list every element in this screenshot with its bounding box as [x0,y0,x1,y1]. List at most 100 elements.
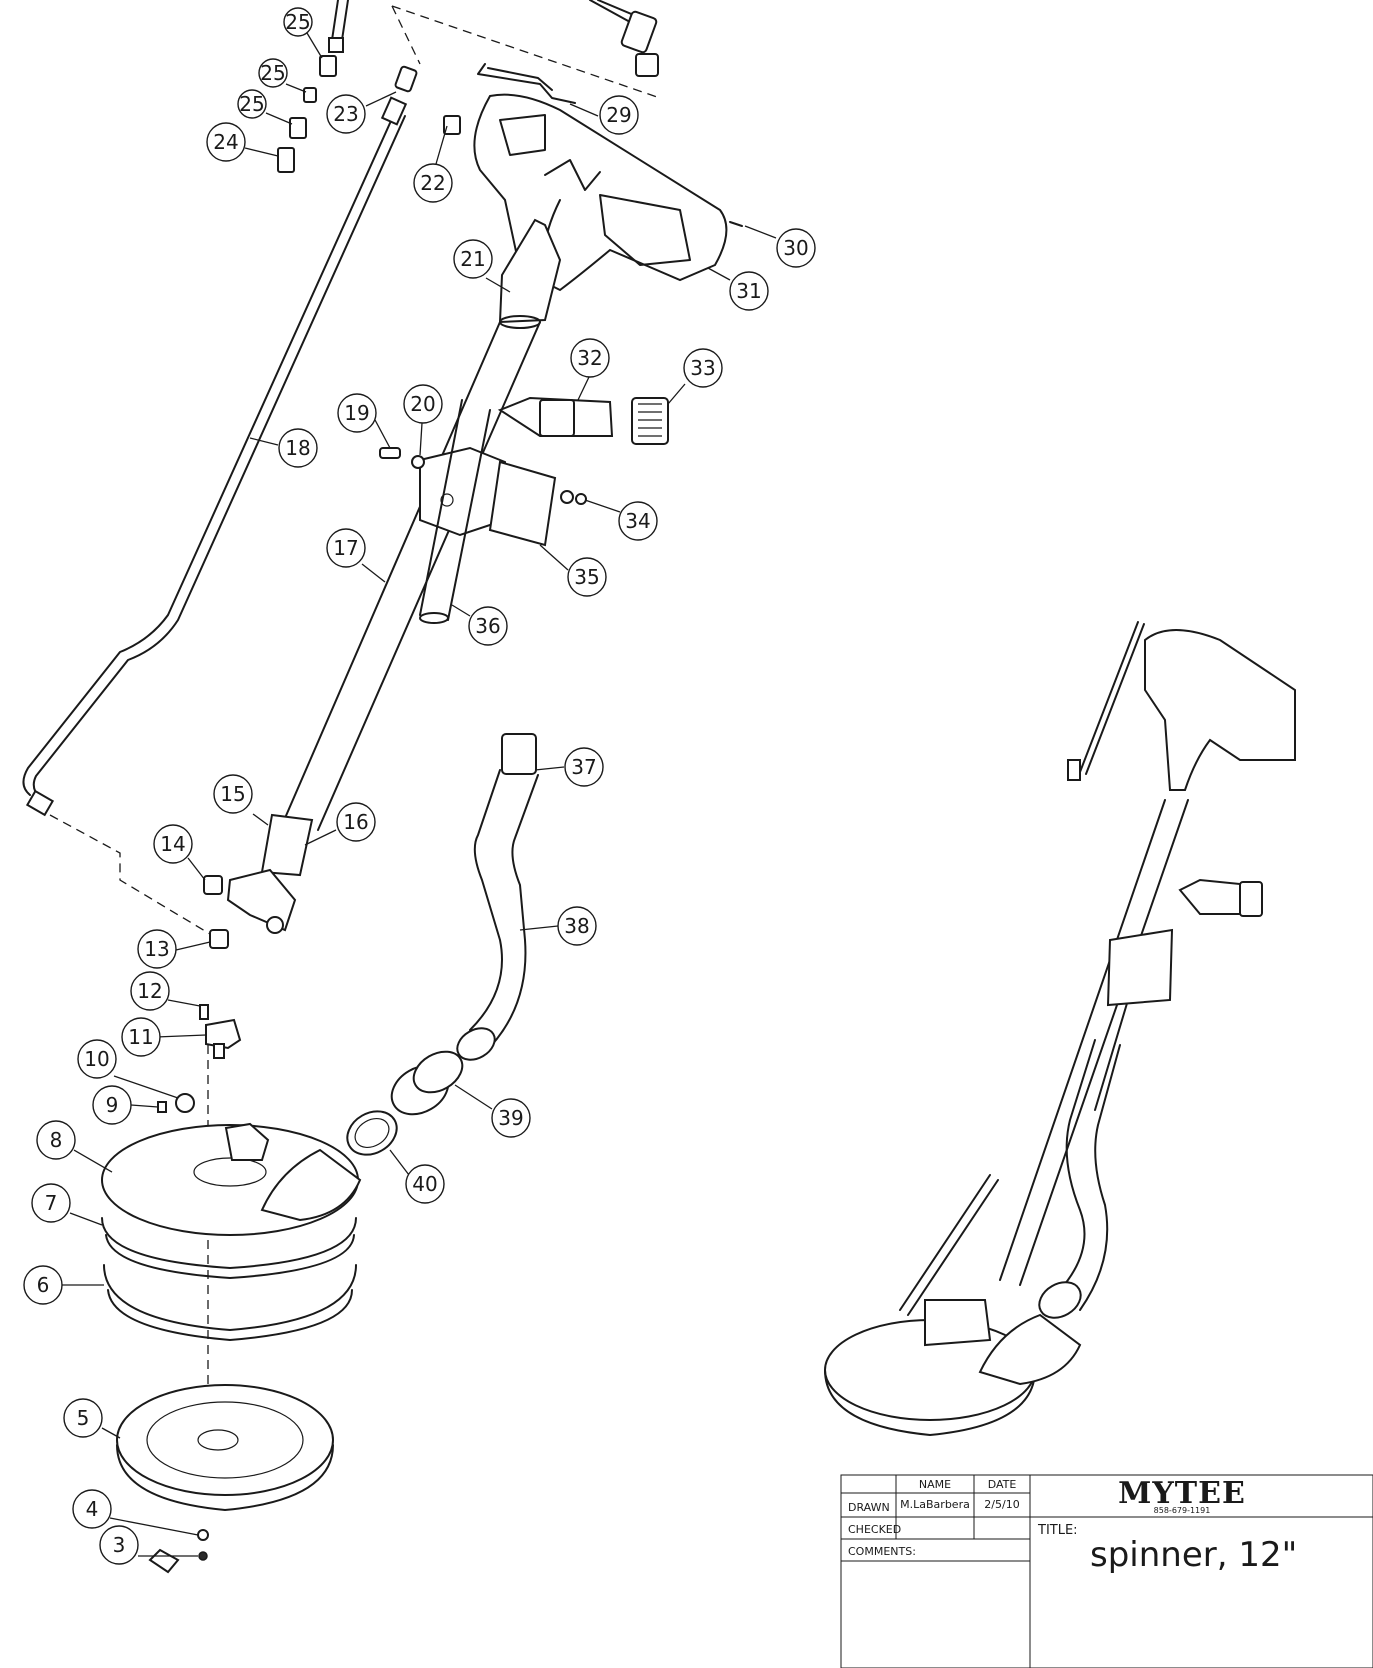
balloon-25-c: 25 [237,89,267,119]
coupling-39 [390,1050,464,1116]
balloon-18: 18 [278,428,318,468]
svg-text:17: 17 [333,536,358,560]
svg-text:14: 14 [160,832,185,856]
svg-text:37: 37 [571,755,596,779]
drawing-title: spinner, 12" [1090,1535,1297,1575]
balloon-24: 24 [206,122,246,162]
balloon-16: 16 [336,802,376,842]
svg-text:25: 25 [239,92,264,116]
balloon-35: 35 [567,557,607,597]
svg-text:22: 22 [420,171,445,195]
balloon-14: 14 [153,824,193,864]
drawn-name: M.LaBarbera [900,1498,970,1511]
svg-text:29: 29 [606,103,631,127]
svg-text:10: 10 [84,1047,109,1071]
svg-text:3: 3 [113,1533,126,1557]
balloon-21: 21 [453,239,493,279]
row-checked-label: CHECKED [848,1523,901,1536]
svg-text:11: 11 [128,1025,153,1049]
svg-text:39: 39 [498,1106,523,1130]
balloon-8: 8 [36,1120,76,1160]
svg-text:40: 40 [412,1172,437,1196]
balloon-36: 36 [468,606,508,646]
svg-text:23: 23 [333,102,358,126]
balloon-40: 40 [405,1164,445,1204]
balloon-13: 13 [137,929,177,969]
brand-phone: 858-679-1191 [1154,1506,1211,1515]
svg-text:18: 18 [285,436,310,460]
balloon-19: 19 [337,393,377,433]
assembly-dashed-lines [49,5,661,1400]
spinner-ring-6 [103,1264,357,1341]
elbow-32 [497,396,614,437]
svg-text:20: 20 [410,392,435,416]
main-shaft-17 [281,218,562,831]
balloon-12: 12 [130,971,170,1011]
balloon-39: 39 [491,1098,531,1138]
svg-text:25: 25 [285,10,310,34]
title-block: NAME DATE DRAWN CHECKED COMMENTS: M.LaBa… [840,1474,1373,1668]
small-parts-3-4 [148,1529,209,1574]
balloon-10: 10 [77,1039,117,1079]
spinner-base-5 [116,1384,334,1511]
balloon-5: 5 [63,1398,103,1438]
balloons: 3 4 5 6 7 8 9 10 11 12 13 14 15 16 17 18… [23,7,816,1565]
svg-text:9: 9 [106,1093,119,1117]
balloon-25-b: 25 [258,58,288,88]
spinner-cover-8 [101,1122,362,1236]
cap-33 [631,397,669,445]
spinner-ring-7 [101,1217,357,1279]
fittings-23-25 [277,55,418,173]
svg-text:12: 12 [137,979,162,1003]
svg-text:19: 19 [344,401,369,425]
balloon-11: 11 [121,1017,161,1057]
balloon-38: 38 [557,906,597,946]
balloon-9: 9 [92,1085,132,1125]
balloon-32: 32 [570,338,610,378]
title-label: TITLE: [1037,1523,1078,1538]
col-name-header: NAME [919,1478,951,1491]
vacuum-tube-36 [419,399,491,624]
lower-bracket-15-16 [203,813,314,949]
clamp-35 [419,446,557,547]
svg-text:4: 4 [86,1497,99,1521]
svg-text:15: 15 [220,782,245,806]
svg-text:5: 5 [77,1406,90,1430]
svg-text:25: 25 [260,61,285,85]
balloon-30: 30 [776,228,816,268]
row-drawn-label: DRAWN [848,1501,890,1514]
svg-text:33: 33 [690,356,715,380]
row-comments-label: COMMENTS: [848,1545,916,1558]
balloon-22: 22 [413,163,453,203]
balloon-6: 6 [23,1265,63,1305]
svg-text:32: 32 [577,346,602,370]
coupling-40 [346,1110,398,1156]
svg-text:34: 34 [625,509,650,533]
svg-text:38: 38 [564,914,589,938]
balloon-29: 29 [599,95,639,135]
svg-text:8: 8 [50,1128,63,1152]
assembled-view [824,621,1296,1436]
balloon-34: 34 [618,501,658,541]
balloon-4: 4 [72,1489,112,1529]
balloon-15: 15 [213,774,253,814]
balloon-25-a: 25 [283,7,313,37]
svg-text:6: 6 [37,1273,50,1297]
balloon-31: 31 [729,271,769,311]
pin-30 [729,221,743,227]
balloon-3: 3 [99,1525,139,1565]
leader-lines [62,32,777,1557]
svg-text:7: 7 [45,1191,58,1215]
svg-text:31: 31 [736,279,761,303]
balloon-17: 17 [326,528,366,568]
vacuum-hose-38 [456,733,539,1061]
drawn-date: 2/5/10 [984,1498,1019,1511]
svg-text:30: 30 [783,236,808,260]
bolt-19-washer-20-nut-34 [379,447,587,505]
svg-text:35: 35 [574,565,599,589]
svg-text:16: 16 [343,810,368,834]
svg-text:24: 24 [213,130,238,154]
balloon-7: 7 [31,1183,71,1223]
trigger-lever-29 [477,63,576,104]
svg-text:21: 21 [460,247,485,271]
